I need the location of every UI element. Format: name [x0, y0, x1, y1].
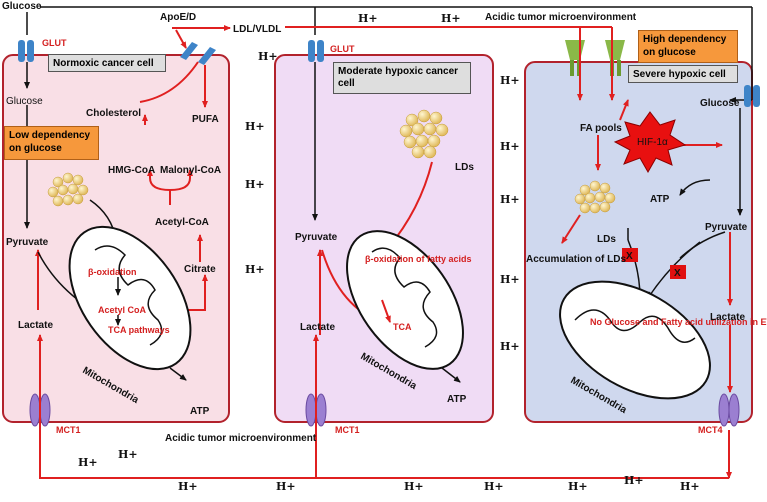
block-x-2 — [670, 265, 686, 279]
hplus: H+ — [245, 120, 265, 133]
c2-lactate: Lactate — [300, 322, 335, 333]
hplus: H+ — [500, 193, 520, 206]
atp2-label: ATP — [447, 394, 467, 405]
c1-glucose: Glucose — [6, 96, 43, 107]
mct1b-label: MCT1 — [335, 425, 360, 435]
mitochondrion-3 — [559, 280, 711, 400]
glut2-label: GLUT — [330, 44, 355, 54]
hmg-label: HMG-CoA — [108, 165, 155, 176]
beta-ox-label: β-oxidation — [88, 267, 137, 277]
hplus: H+ — [484, 480, 504, 493]
hplus: H+ — [624, 474, 644, 487]
hplus: H+ — [245, 263, 265, 276]
acetyl-mito-label: Acetyl CoA — [98, 305, 147, 315]
moderate-title: Moderate hypoxic cancer cell — [338, 66, 459, 89]
mitochondrion-2 — [346, 230, 464, 370]
atp3-label: ATP — [650, 194, 670, 205]
hif-starburst — [613, 111, 687, 174]
c3-glucose: Glucose — [700, 98, 740, 109]
glut-transporter-1 — [18, 40, 34, 62]
mct1a-label: MCT1 — [56, 425, 81, 435]
beta-ox2-label: β-oxidation of fatty acids — [365, 254, 472, 264]
ldl-receptor — [180, 42, 198, 60]
high-dependency-box: High dependency on glucose — [638, 30, 738, 63]
hplus: H+ — [78, 456, 98, 469]
severe-title: Severe hypoxic cell — [633, 68, 726, 80]
hif-label: HIF-1α — [637, 137, 668, 148]
x1-label: X — [626, 251, 633, 262]
lactate-shuttle-arrow — [37, 334, 729, 479]
lipid-droplets-2 — [399, 109, 449, 159]
hplus: H+ — [118, 448, 138, 461]
atp1-label: ATP — [190, 406, 210, 417]
hplus: H+ — [404, 480, 424, 493]
hplus: H+ — [500, 340, 520, 353]
accum-label: Accumulation of LDs — [526, 254, 626, 265]
mct4-transporter — [718, 393, 740, 427]
apoe-label: ApoE/D — [160, 12, 196, 23]
glut-transporter-2 — [308, 40, 324, 62]
mitochondrion-1 — [68, 225, 192, 371]
no-glucose-label: No Glucose and Fatty acid utilization in… — [590, 317, 767, 327]
hplus: H+ — [500, 140, 520, 153]
c3-pyruvate: Pyruvate — [705, 222, 748, 233]
lipid-droplets-1 — [47, 172, 89, 207]
block-x-1 — [622, 248, 638, 262]
hplus: H+ — [178, 480, 198, 493]
fa-pools-label: FA pools — [580, 123, 622, 134]
hplus: H+ — [245, 178, 265, 191]
glucose-top-label: Glucose — [2, 1, 42, 12]
c3-lactate: Lactate — [710, 312, 745, 323]
pufa-label: PUFA — [192, 114, 219, 125]
moderate-title-box: Moderate hypoxic cancer cell — [333, 62, 471, 94]
lds2-label: LDs — [455, 162, 474, 173]
cholesterol-label: Cholesterol — [86, 108, 141, 119]
severe-title-box: Severe hypoxic cell — [628, 65, 738, 83]
hplus: H+ — [358, 12, 378, 25]
c1-pyruvate: Pyruvate — [6, 237, 49, 248]
citrate-label: Citrate — [184, 264, 216, 275]
hplus: H+ — [568, 480, 588, 493]
acidic-bottom-label: Acidic tumor microenvironment — [165, 433, 317, 444]
lds3-label: LDs — [597, 234, 616, 245]
hplus: H+ — [276, 480, 296, 493]
glut1-label: GLUT — [42, 38, 67, 48]
x2-label: X — [674, 268, 681, 279]
glut-transporter-3 — [744, 85, 760, 107]
acetyl-coa-label: Acetyl-CoA — [155, 217, 209, 228]
low-dependency-text: Low dependency on glucose — [9, 130, 91, 154]
hplus: H+ — [680, 480, 700, 493]
c2-pyruvate: Pyruvate — [295, 232, 338, 243]
low-dependency-box: Low dependency on glucose — [4, 126, 99, 160]
hplus: H+ — [500, 74, 520, 87]
hplus: H+ — [441, 12, 461, 25]
mct4-label: MCT4 — [698, 425, 723, 435]
normoxic-title: Normoxic cancer cell — [53, 57, 154, 69]
hplus-group: H+ H+ H+ H+ H+ H+ H+ H+ H+ H+ H+ H+ H+ H… — [78, 12, 700, 493]
hplus: H+ — [258, 50, 278, 63]
c1-lactate: Lactate — [18, 320, 53, 331]
high-dependency-text: High dependency on glucose — [643, 34, 727, 58]
tca2-label: TCA — [393, 322, 412, 332]
mct1-transporter-1 — [29, 393, 51, 427]
ldl-label: LDL/VLDL — [233, 24, 281, 35]
acidic-top-label: Acidic tumor microenvironment — [485, 12, 637, 23]
normoxic-title-box: Normoxic cancer cell — [48, 54, 166, 72]
hplus: H+ — [500, 273, 520, 286]
tca-label: TCA pathways — [108, 325, 170, 335]
lipid-droplets-3 — [574, 180, 616, 214]
malonyl-label: Malonyl-CoA — [160, 165, 221, 176]
